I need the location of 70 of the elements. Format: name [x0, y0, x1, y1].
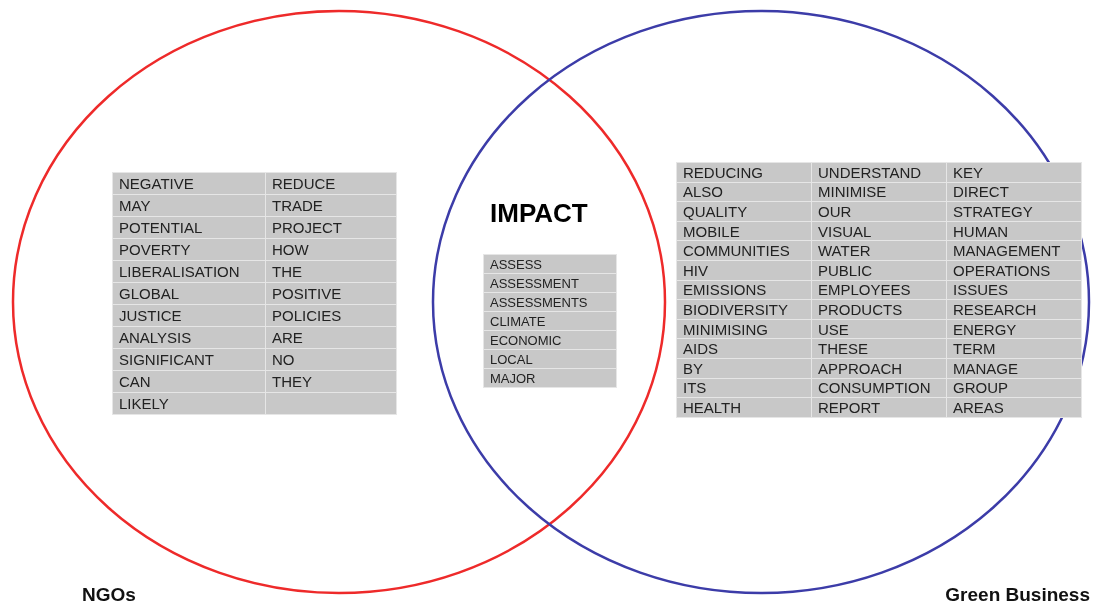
word-cell: HIV — [676, 260, 812, 281]
word-cell: HOW — [265, 238, 397, 261]
word-cell: ENERGY — [946, 319, 1082, 339]
word-cell: QUALITY — [676, 201, 812, 222]
word-cell: OPERATIONS — [946, 260, 1082, 281]
word-cell: UNDERSTAND — [811, 162, 947, 183]
word-cell: MAJOR — [483, 368, 617, 388]
word-cell: STRATEGY — [946, 201, 1082, 222]
word-cell: AIDS — [676, 338, 812, 359]
word-cell: ANALYSIS — [112, 326, 266, 349]
word-cell: LOCAL — [483, 349, 617, 369]
word-cell: WATER — [811, 240, 947, 261]
word-cell: MANAGE — [946, 358, 1082, 379]
set-label: NGOs — [82, 584, 136, 606]
word-cell: JUSTICE — [112, 304, 266, 327]
word-cell: BIODIVERSITY — [676, 299, 812, 320]
word-cell: LIBERALISATION — [112, 260, 266, 283]
word-cell: HUMAN — [946, 221, 1082, 241]
word-cell: POVERTY — [112, 238, 266, 261]
word-cell: TRADE — [265, 194, 397, 217]
word-cell: PRODUCTS — [811, 299, 947, 320]
word-cell: ITS — [676, 378, 812, 398]
word-cell: KEY — [946, 162, 1082, 183]
word-cell: AREAS — [946, 397, 1082, 418]
word-cell: POSITIVE — [265, 282, 397, 305]
word-cell: HEALTH — [676, 397, 812, 418]
word-cell: MANAGEMENT — [946, 240, 1082, 261]
word-cell: ECONOMIC — [483, 330, 617, 350]
word-cell: THEY — [265, 370, 397, 393]
word-cell: EMISSIONS — [676, 280, 812, 300]
word-cell: MAY — [112, 194, 266, 217]
word-cell: ASSESSMENTS — [483, 292, 617, 312]
word-cell: REDUCE — [265, 172, 397, 195]
word-cell: THE — [265, 260, 397, 283]
word-cell: SIGNIFICANT — [112, 348, 266, 371]
word-cell: ASSESSMENT — [483, 273, 617, 293]
word-cell: VISUAL — [811, 221, 947, 241]
word-cell: GROUP — [946, 378, 1082, 398]
word-cell: TERM — [946, 338, 1082, 359]
word-cell: RESEARCH — [946, 299, 1082, 320]
word-cell: PROJECT — [265, 216, 397, 239]
word-cell: USE — [811, 319, 947, 339]
word-cell: MOBILE — [676, 221, 812, 241]
word-cell: ARE — [265, 326, 397, 349]
word-cell: LIKELY — [112, 392, 266, 415]
word-cell: BY — [676, 358, 812, 379]
word-cell: DIRECT — [946, 182, 1082, 202]
word-cell: OUR — [811, 201, 947, 222]
word-cell: MINIMISE — [811, 182, 947, 202]
word-cell: REPORT — [811, 397, 947, 418]
word-cell: CONSUMPTION — [811, 378, 947, 398]
word-cell: COMMUNITIES — [676, 240, 812, 261]
word-cell: APPROACH — [811, 358, 947, 379]
word-cell: MINIMISING — [676, 319, 812, 339]
word-cell: GLOBAL — [112, 282, 266, 305]
word-cell: EMPLOYEES — [811, 280, 947, 300]
word-cell: ISSUES — [946, 280, 1082, 300]
heading: IMPACT — [490, 198, 588, 229]
word-cell: POTENTIAL — [112, 216, 266, 239]
word-cell: CLIMATE — [483, 311, 617, 331]
word-cell: THESE — [811, 338, 947, 359]
word-cell: NO — [265, 348, 397, 371]
set-label: Green Business — [945, 584, 1090, 606]
word-cell: POLICIES — [265, 304, 397, 327]
word-cell: ALSO — [676, 182, 812, 202]
word-cell: CAN — [112, 370, 266, 393]
word-cell: REDUCING — [676, 162, 812, 183]
word-cell: NEGATIVE — [112, 172, 266, 195]
word-cell: PUBLIC — [811, 260, 947, 281]
word-cell: ASSESS — [483, 254, 617, 274]
